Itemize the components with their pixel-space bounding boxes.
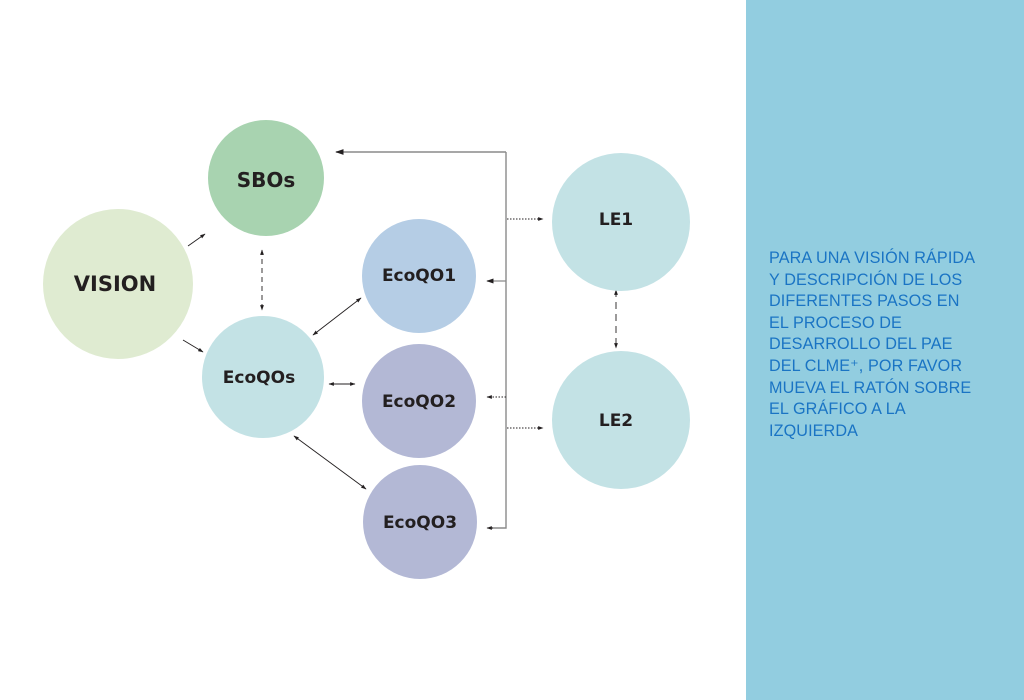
instruction-line: DEL CLME⁺, POR FAVOR	[769, 356, 963, 375]
instruction-line: MUEVA EL RATÓN SOBRE	[769, 378, 972, 397]
node-vision-circle	[43, 209, 193, 359]
node-le2-label: LE2	[599, 411, 633, 431]
node-ecoqo2-label: EcoQO2	[382, 392, 456, 412]
node-le2[interactable]: LE2	[552, 351, 690, 489]
node-ecoqos-circle	[202, 316, 324, 438]
instruction-panel: PARA UNA VISIÓN RÁPIDA Y DESCRIPCIÓN DE …	[746, 0, 1024, 700]
node-ecoqos[interactable]: EcoQOs	[202, 316, 324, 438]
instruction-line: PARA UNA VISIÓN RÁPIDA	[769, 249, 976, 267]
instruction-line: DIFERENTES PASOS EN	[769, 292, 960, 311]
node-sbos-label: SBOs	[237, 168, 296, 192]
node-ecoqo3-label: EcoQO3	[383, 513, 457, 533]
node-sbos-circle	[208, 120, 324, 236]
bus-line	[492, 152, 507, 529]
instruction-line: Y DESCRIPCIÓN DE LOS	[769, 270, 963, 289]
edge-vision-ecoqos	[182, 339, 204, 353]
node-vision-label: VISION	[74, 272, 156, 296]
node-ecoqo3-circle	[363, 465, 477, 579]
node-sbos[interactable]: SBOs	[208, 120, 324, 236]
instruction-line: EL GRÁFICO A LA	[769, 400, 906, 419]
instruction-text: PARA UNA VISIÓN RÁPIDA Y DESCRIPCIÓN DE …	[769, 248, 1014, 442]
node-ecoqos-label: EcoQOs	[223, 368, 295, 388]
process-diagram: VISION SBOs EcoQOs EcoQO1 EcoQO2 EcoQO3 …	[43, 120, 690, 579]
edge-vision-sbos	[187, 233, 206, 247]
node-le1-label: LE1	[599, 210, 633, 230]
edge-ecoqos-ecoqo1	[312, 297, 362, 336]
node-vision[interactable]: VISION	[43, 209, 193, 359]
node-le2-circle	[552, 351, 690, 489]
edge-ecoqos-ecoqo3	[293, 435, 367, 490]
node-ecoqo1[interactable]: EcoQO1	[362, 219, 476, 333]
instruction-line: DESARROLLO DEL PAE	[769, 335, 953, 354]
instruction-line: IZQUIERDA	[769, 421, 859, 440]
node-ecoqo1-circle	[362, 219, 476, 333]
node-le1-circle	[552, 153, 690, 291]
node-ecoqo3[interactable]: EcoQO3	[363, 465, 477, 579]
node-le1[interactable]: LE1	[552, 153, 690, 291]
node-ecoqo2-circle	[362, 344, 476, 458]
instruction-line: EL PROCESO DE	[769, 313, 902, 332]
node-ecoqo1-label: EcoQO1	[382, 266, 456, 286]
node-ecoqo2[interactable]: EcoQO2	[362, 344, 476, 458]
